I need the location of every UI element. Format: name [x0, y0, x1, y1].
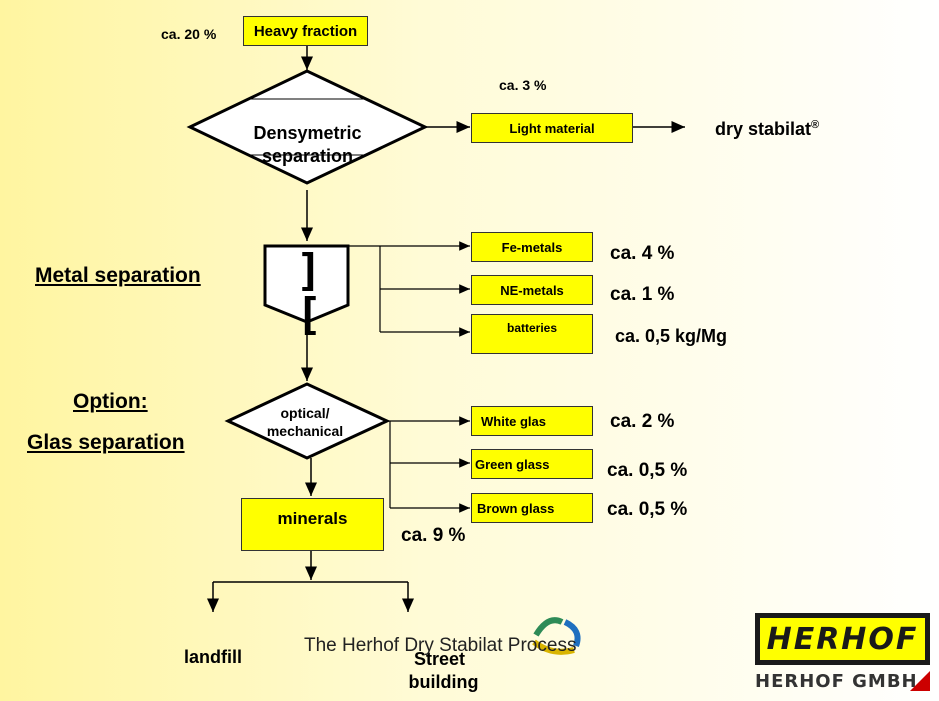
minerals-percent: ca. 9 % [401, 525, 466, 546]
landfill-label: landfill [184, 647, 242, 667]
dry-stabilat-output: dry stabilat® [715, 119, 819, 140]
herhof-logo-text: HERHOF [760, 618, 925, 660]
white-glas-label: White glas [481, 413, 547, 429]
glas-separation-title: Glas separation [27, 431, 185, 454]
ne-metals-percent: ca. 1 % [610, 284, 675, 305]
brown-glass-box: Brown glass [471, 493, 593, 523]
footer-title: The Herhof Dry Stabilat Process [304, 635, 577, 656]
green-glass-percent: ca. 0,5 % [607, 460, 688, 481]
brown-glass-percent: ca. 0,5 % [607, 499, 688, 520]
dry-stabilat-label: dry stabilat [715, 119, 812, 139]
glass-decision-label: optical/ mechanical [245, 405, 365, 440]
white-glas-percent: ca. 2 % [610, 411, 675, 432]
heavy-fraction-box: Heavy fraction [243, 16, 368, 46]
batteries-percent: ca. 0,5 kg/Mg [615, 326, 728, 346]
minerals-box: minerals [241, 498, 384, 551]
heavy-fraction-percent: ca. 20 % [161, 26, 217, 42]
company-name: HERHOF GMBH [755, 671, 918, 692]
herhof-logo: HERHOF [755, 613, 930, 665]
densymetric-label: Densymetric separation [235, 122, 380, 167]
densymetric-line1: Densymetric [253, 123, 362, 143]
densymetric-line2: separation [261, 145, 354, 166]
green-glass-box: Green glass [471, 449, 593, 479]
light-material-box: Light material [471, 113, 633, 143]
street-building-label: Street building [396, 648, 491, 693]
metal-separation-title: Metal separation [35, 264, 201, 287]
batteries-box: batteries [471, 314, 593, 354]
logo-red-triangle [910, 671, 930, 691]
recycle-icon [532, 617, 581, 655]
fe-metals-box: Fe-metals [471, 232, 593, 262]
brown-glass-label: Brown glass [477, 500, 555, 516]
option-label: Option: [73, 390, 148, 413]
white-glas-box: White glas [471, 406, 593, 436]
light-material-label: Light material [509, 120, 595, 136]
green-glass-label: Green glass [475, 456, 550, 472]
ne-metals-box: NE-metals [471, 275, 593, 305]
street-line2: building [408, 671, 479, 692]
fe-metals-label: Fe-metals [501, 239, 563, 255]
street-line1: Street [414, 649, 466, 669]
glass-decision-line1: optical/ [280, 405, 330, 421]
metal-separator-shape [263, 244, 350, 324]
light-material-percent: ca. 3 % [499, 77, 547, 93]
magnet-symbol: ][ [295, 245, 323, 340]
glass-decision-line2: mechanical [266, 422, 344, 439]
ne-metals-label: NE-metals [500, 282, 564, 298]
batteries-label: batteries [506, 321, 558, 335]
heavy-fraction-label: Heavy fraction [253, 22, 358, 40]
registered-mark: ® [811, 119, 820, 131]
fe-metals-percent: ca. 4 % [610, 243, 675, 264]
minerals-label: minerals [277, 509, 348, 528]
